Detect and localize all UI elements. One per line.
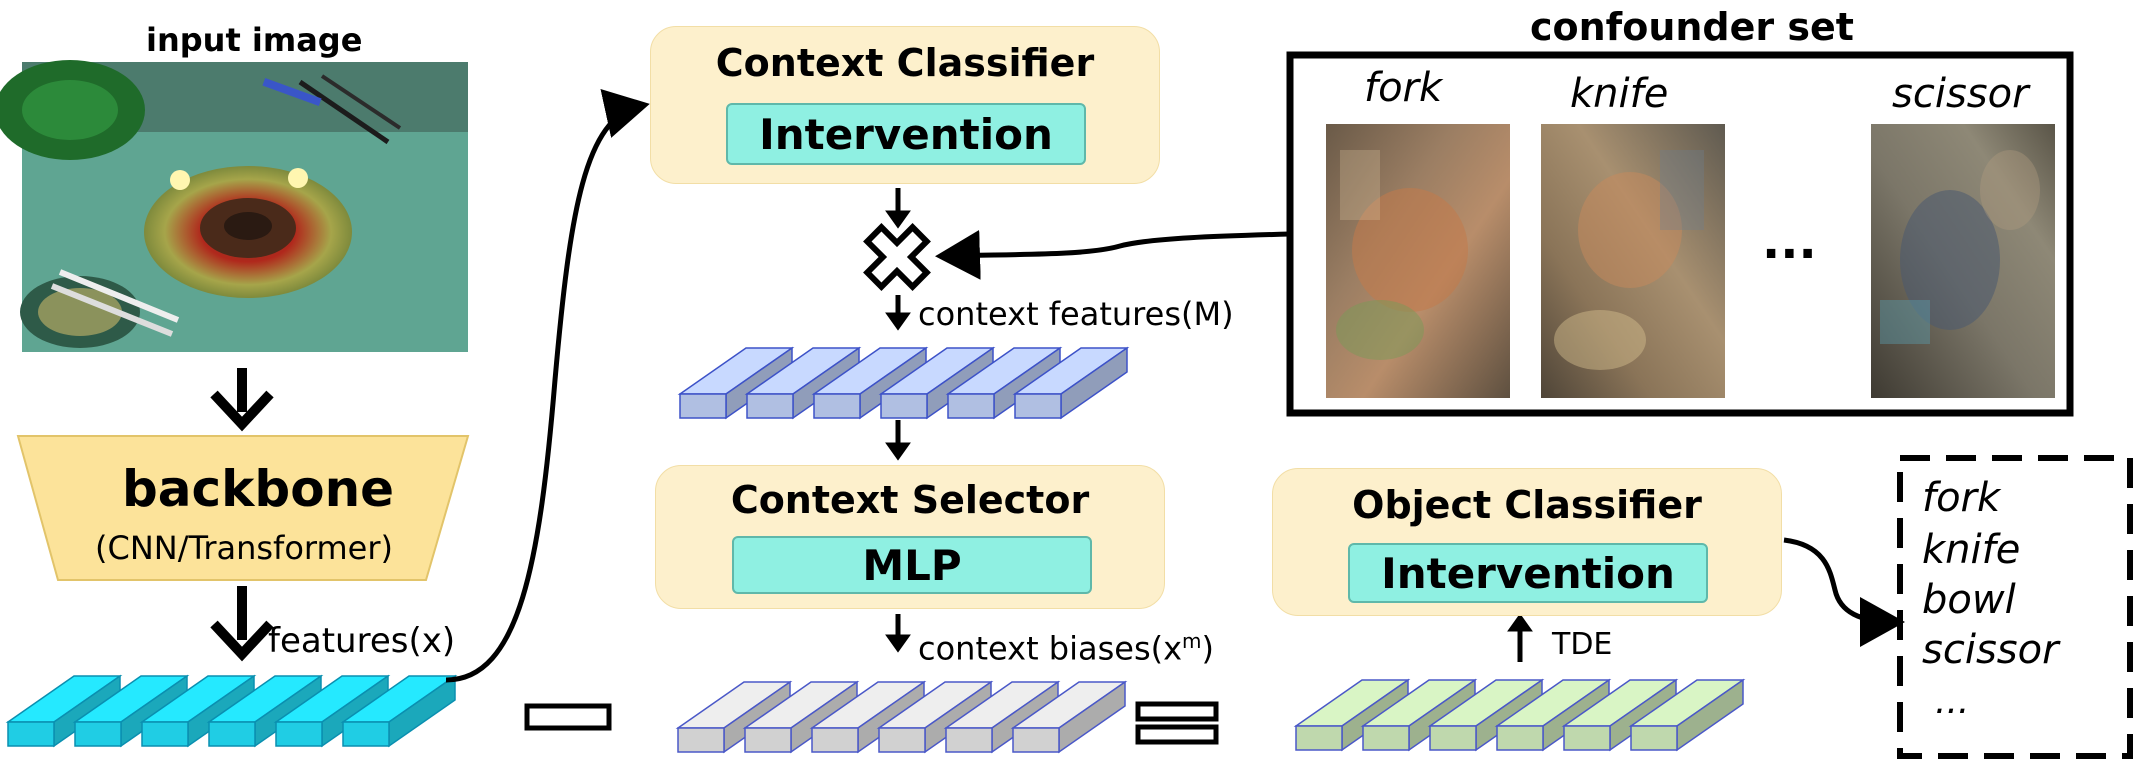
output-ellipsis: ... bbox=[1935, 681, 1970, 722]
feature-bar-front bbox=[1012, 727, 1060, 753]
equals-sign-bottom bbox=[1135, 724, 1219, 745]
output-labels-box bbox=[1897, 455, 2133, 759]
feature-bar-front bbox=[813, 393, 861, 419]
confounder-image-fork bbox=[1326, 124, 1510, 398]
context-biases-label: context biases(xm) bbox=[918, 631, 1214, 665]
context-selector-panel: Context Selector MLP bbox=[655, 465, 1165, 609]
confounder-ellipsis: ... bbox=[1762, 214, 1817, 270]
context-intervention-block: Intervention bbox=[726, 103, 1086, 165]
arrow-features-to-context-classifier bbox=[445, 89, 650, 683]
feature-bar-front bbox=[878, 727, 926, 753]
minus-sign bbox=[524, 703, 612, 731]
confounder-image-scissor bbox=[1871, 124, 2055, 398]
output-label-scissor: scissor bbox=[1922, 627, 2059, 673]
feature-bars-x bbox=[5, 674, 458, 748]
confounder-label-knife: knife bbox=[1570, 71, 1669, 117]
feature-bar-front bbox=[677, 727, 725, 753]
features-label: features(x) bbox=[268, 621, 456, 661]
feature-bar-front bbox=[945, 727, 993, 753]
equals-sign-top bbox=[1135, 701, 1219, 722]
feature-bar-front bbox=[74, 721, 122, 747]
feature-bar-front bbox=[141, 721, 189, 747]
input-photo bbox=[0, 60, 468, 352]
feature-bar-front bbox=[275, 721, 323, 747]
feature-bar-front bbox=[744, 727, 792, 753]
confounder-label-fork: fork bbox=[1364, 65, 1443, 111]
input-image-title: input image bbox=[146, 21, 363, 59]
multiply-icon bbox=[863, 223, 931, 291]
output-label-knife: knife bbox=[1922, 527, 2021, 573]
confounder-image-knife bbox=[1541, 124, 1725, 398]
output-label-fork: fork bbox=[1922, 475, 2001, 521]
feature-bar-front bbox=[1014, 393, 1062, 419]
tde-label: TDE bbox=[1552, 627, 1613, 662]
context-selector-title: Context Selector bbox=[730, 478, 1090, 522]
context-features-label: context features(M) bbox=[918, 295, 1234, 333]
confounder-set-title: confounder set bbox=[1530, 5, 1854, 49]
object-classifier-panel: Object Classifier Intervention bbox=[1272, 468, 1782, 616]
feature-bar-front bbox=[679, 393, 727, 419]
context-classifier-title: Context Classifier bbox=[715, 41, 1095, 85]
context-biases-close: ) bbox=[1201, 629, 1215, 668]
arrow-confounder-to-multiply bbox=[935, 229, 1291, 280]
output-label-bowl: bowl bbox=[1922, 577, 2016, 623]
feature-bar-front bbox=[1362, 725, 1410, 751]
backbone-title: backbone bbox=[122, 460, 395, 518]
context-classifier-panel: Context Classifier Intervention bbox=[650, 26, 1160, 184]
object-classifier-title: Object Classifier bbox=[1352, 483, 1702, 527]
feature-bar-front bbox=[947, 393, 995, 419]
context-biases-text: context biases(x bbox=[918, 629, 1183, 668]
backbone-block bbox=[16, 435, 470, 581]
backbone-subtitle: (CNN/Transformer) bbox=[95, 529, 393, 567]
feature-bars-context-biases bbox=[675, 680, 1128, 754]
feature-bar-front bbox=[746, 393, 794, 419]
feature-bar-front bbox=[1496, 725, 1544, 751]
feature-bar-front bbox=[342, 721, 390, 747]
feature-bar-front bbox=[1563, 725, 1611, 751]
object-intervention-block: Intervention bbox=[1348, 543, 1708, 603]
feature-bars-object bbox=[1293, 678, 1746, 752]
arrow-object-classifier-to-outputs bbox=[1783, 537, 1905, 647]
feature-bars-context-M bbox=[677, 346, 1130, 420]
feature-bar-front bbox=[1429, 725, 1477, 751]
confounder-label-scissor: scissor bbox=[1892, 71, 2029, 117]
context-biases-sup: m bbox=[1182, 629, 1202, 653]
feature-bar-front bbox=[880, 393, 928, 419]
feature-bar-front bbox=[811, 727, 859, 753]
feature-bar-front bbox=[1295, 725, 1343, 751]
mlp-block: MLP bbox=[732, 536, 1092, 594]
feature-bar-front bbox=[208, 721, 256, 747]
feature-bar-front bbox=[1630, 725, 1678, 751]
feature-bar-front bbox=[7, 721, 55, 747]
